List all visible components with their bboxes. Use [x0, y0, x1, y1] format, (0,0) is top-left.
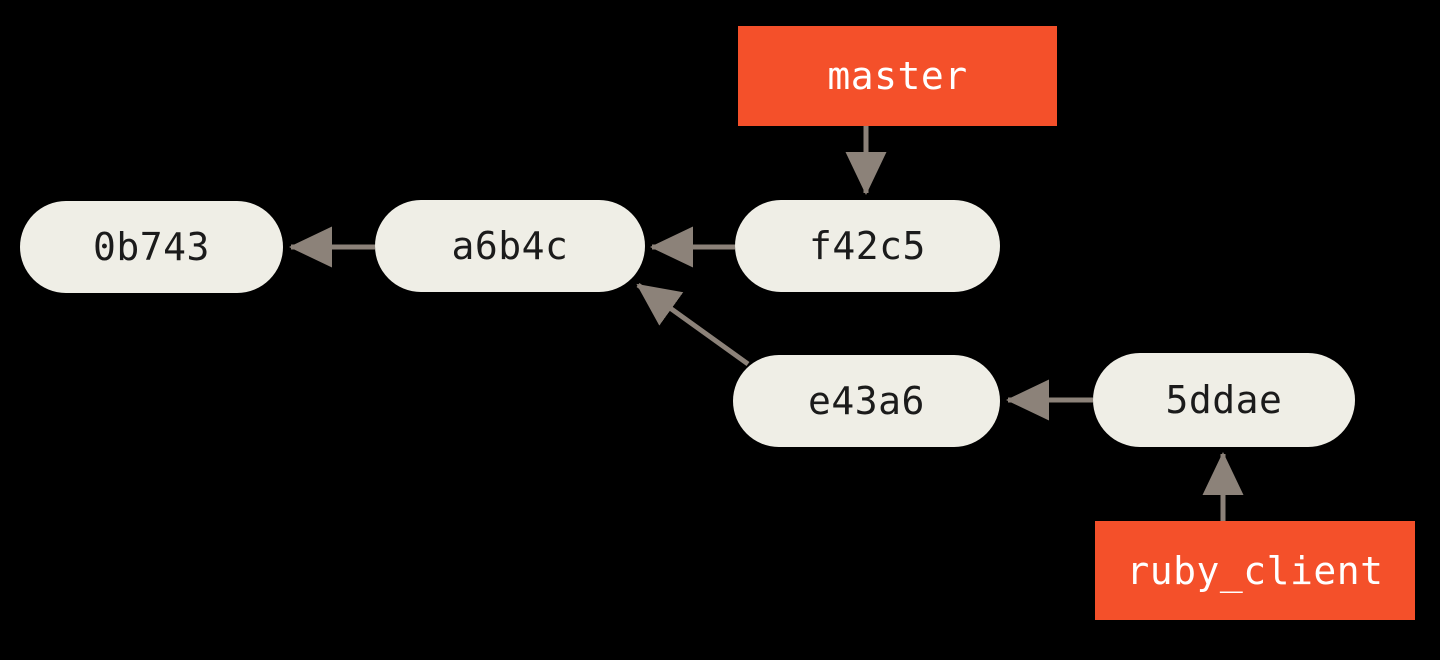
edge-arrow [636, 282, 750, 367]
commit-node-0b743[interactable]: 0b743 [20, 201, 283, 293]
commit-node-e43a6[interactable]: e43a6 [733, 355, 1000, 447]
branch-label-master[interactable]: master [738, 26, 1057, 126]
edges-group [288, 126, 1244, 521]
node-label-text: f42c5 [809, 224, 926, 268]
node-label-text: master [827, 54, 968, 98]
commit-node-f42c5[interactable]: f42c5 [735, 200, 1000, 292]
node-label-text: 0b743 [93, 225, 210, 269]
node-label-text: 5ddae [1165, 378, 1283, 422]
node-label-text: a6b4c [451, 224, 569, 268]
commit-node-5ddae[interactable]: 5ddae [1093, 353, 1355, 447]
node-label-text: e43a6 [808, 379, 925, 423]
commit-node-a6b4c[interactable]: a6b4c [375, 200, 645, 292]
branch-label-ruby_client[interactable]: ruby_client [1095, 521, 1415, 620]
node-label-text: ruby_client [1126, 548, 1384, 593]
